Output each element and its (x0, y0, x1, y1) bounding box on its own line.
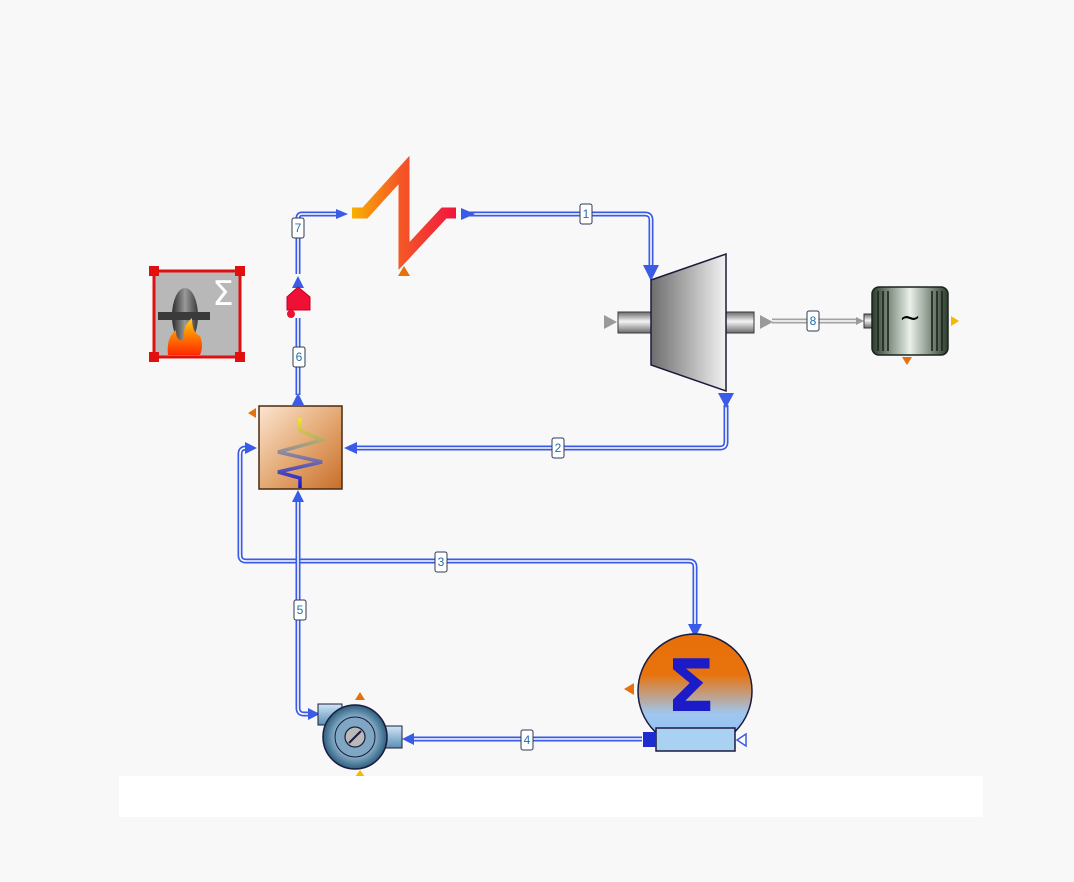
selection-handle-icon[interactable] (149, 352, 159, 362)
stream-label-1[interactable]: 1 (579, 203, 593, 225)
stream-label-text: 5 (297, 603, 304, 617)
flow-arrow-icon (718, 393, 734, 408)
footer-panel (119, 776, 983, 817)
pump-hub-slot (348, 730, 362, 744)
stream-label-6[interactable]: 6 (292, 346, 306, 368)
flow-arrow-icon (292, 490, 304, 502)
turbine-icon (650, 252, 727, 393)
pipe-stream-1[interactable] (466, 211, 654, 266)
regenerator[interactable] (248, 405, 343, 490)
junction-port-icon (287, 310, 295, 318)
stream-label-2[interactable]: 2 (551, 437, 565, 459)
flow-arrow-icon (688, 624, 702, 638)
condenser-hotwell (655, 727, 736, 752)
pipe-stream-5[interactable] (295, 500, 312, 717)
stream-label-text: 6 (296, 350, 303, 364)
flow-arrow-icon (292, 393, 304, 405)
stream-label-5[interactable]: 5 (293, 599, 307, 621)
flow-junction-icon (286, 286, 311, 311)
combustion-shaft (158, 312, 210, 320)
flame-icon (167, 318, 202, 355)
turbine-shaft-in-port-icon[interactable] (604, 315, 617, 329)
coolant-port-icon[interactable] (735, 732, 747, 748)
stream-label-7[interactable]: 7 (291, 217, 305, 239)
combustion-symbol: Σ (212, 274, 233, 314)
flow-arrow-icon (245, 442, 257, 454)
generator-icon (871, 286, 949, 356)
selection-handle-icon[interactable] (149, 266, 159, 276)
turbine-shaft-out-port-icon[interactable] (760, 315, 773, 329)
heat-port-icon[interactable] (398, 266, 410, 276)
stream-label-text: 1 (583, 207, 590, 221)
flow-arrow-icon (308, 708, 320, 720)
stream-label-3[interactable]: 3 (434, 551, 448, 573)
stream-label-text: 8 (810, 314, 817, 328)
turbine-shaft-left (617, 311, 653, 334)
flow-junction[interactable] (286, 286, 311, 318)
superheater[interactable] (352, 155, 456, 276)
stream-label-text: 4 (524, 733, 531, 747)
flow-arrow-icon (402, 733, 414, 745)
turbine-shaft-right (723, 311, 755, 334)
generator-fins (877, 291, 943, 351)
stream-label-text: 2 (555, 441, 562, 455)
pump[interactable] (317, 692, 403, 777)
heat-port-icon[interactable] (248, 408, 256, 418)
condenser-outlet-port-icon[interactable] (643, 732, 656, 747)
stream-label-text: 7 (295, 221, 302, 235)
generator-symbol: ~ (899, 303, 921, 333)
heat-exchanger-zigzag-icon (352, 155, 456, 270)
regenerator-icon (277, 418, 328, 488)
flow-arrow-icon (643, 265, 659, 281)
flow-arrow-icon (336, 209, 348, 219)
stream-label-8[interactable]: 8 (806, 310, 820, 332)
selection-handle-icon[interactable] (235, 352, 245, 362)
turbine[interactable] (604, 252, 773, 393)
combustion-block[interactable]: Σ (149, 266, 245, 362)
heat-port-icon[interactable] (355, 692, 365, 700)
generator[interactable]: ~ (856, 286, 959, 365)
flow-arrow-icon (461, 208, 475, 220)
condenser[interactable]: Σ (624, 633, 753, 752)
stream-label-text: 3 (438, 555, 445, 569)
pipe-stream-2[interactable] (350, 405, 729, 451)
heat-port-icon[interactable] (902, 357, 912, 365)
condenser-symbol: Σ (666, 644, 715, 728)
flow-arrow-icon (344, 442, 357, 454)
pipe-stream-3[interactable] (237, 445, 698, 628)
heat-port-icon[interactable] (624, 683, 634, 695)
power-port-icon[interactable] (355, 770, 365, 777)
stream-label-4[interactable]: 4 (520, 729, 534, 751)
power-port-icon[interactable] (951, 316, 959, 326)
generator-shaft-port-icon[interactable] (856, 317, 864, 325)
selection-handle-icon[interactable] (235, 266, 245, 276)
flow-arrow-icon (292, 276, 304, 288)
